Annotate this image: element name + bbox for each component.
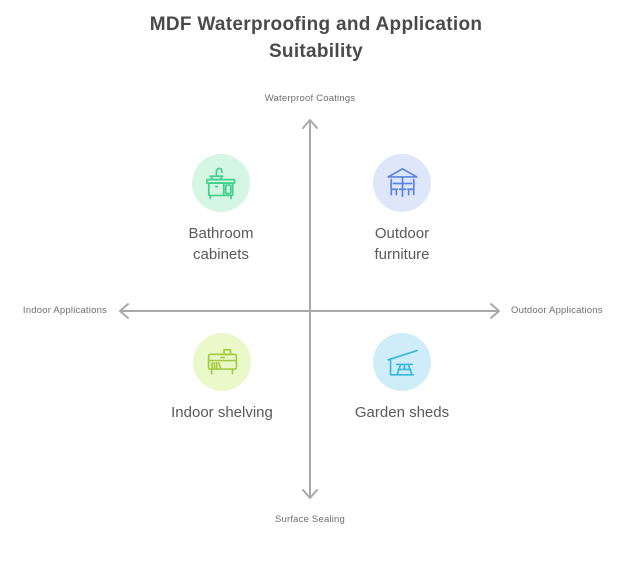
quadrant-label-outdoor-furniture: Outdoor furniture (374, 225, 430, 263)
quadrant-item-indoor-shelving: Indoor shelving (142, 333, 302, 423)
axis-label-bottom: Surface Sealing (274, 514, 346, 525)
axis-label-right: Outdoor Applications (511, 305, 603, 316)
bathroom-vanity-sink-icon (192, 154, 250, 212)
shelving-sideboard-books-icon (193, 333, 251, 391)
arrow-left-icon (119, 303, 129, 319)
quadrant-label-garden-sheds: Garden sheds (354, 404, 450, 421)
quadrant-item-garden-sheds: Garden sheds (322, 333, 482, 423)
quadrant-item-bathroom-cabinets: Bathroom cabinets (141, 154, 301, 265)
quadrant-item-outdoor-furniture: Outdoor furniture (322, 154, 482, 265)
axis-label-left: Indoor Applications (22, 305, 107, 316)
quadrant-label-indoor-shelving: Indoor shelving (171, 404, 273, 421)
arrow-up-icon (302, 119, 318, 129)
axis-label-top: Waterproof Coatings (264, 93, 356, 104)
arrow-right-icon (490, 303, 500, 319)
diagram-title: MDF Waterproofing and Application Suitab… (149, 14, 483, 62)
arrow-down-icon (302, 489, 318, 499)
patio-umbrella-table-chairs-icon (373, 154, 431, 212)
garden-shed-picnic-table-icon (373, 333, 431, 391)
quadrant-label-bathroom-cabinets: Bathroom cabinets (188, 225, 254, 263)
